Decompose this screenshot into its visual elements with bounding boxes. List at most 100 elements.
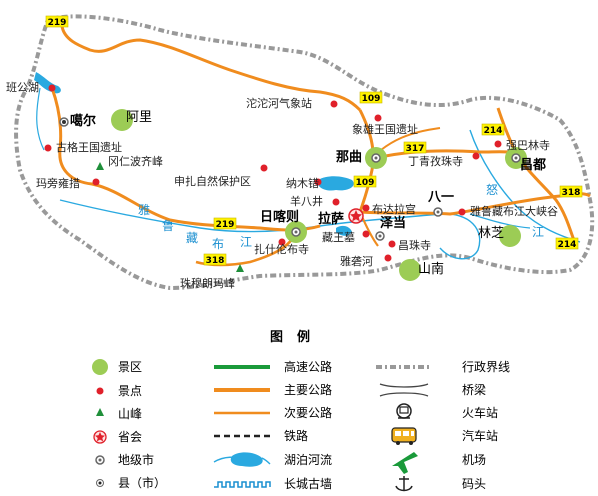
river-label-6: 怒 — [486, 183, 499, 197]
label-bayi: 八一 — [428, 190, 455, 205]
road-219-north — [60, 25, 362, 112]
label-yangbajing: 羊八井 — [290, 195, 323, 208]
spot-mapang — [92, 178, 100, 186]
road-west-loop — [50, 87, 321, 232]
legend-label-scenic-spot: 景点 — [118, 384, 143, 398]
scenic-area-linzhi — [499, 225, 521, 247]
river-label-1: 雅 — [138, 203, 151, 217]
legend-label-main-road: 主要公路 — [284, 383, 333, 397]
prefecture-city-marker-changdu — [511, 153, 521, 163]
legend-symbol-lake-river — [213, 452, 271, 467]
label-bangong-lake: 班公湖 — [6, 81, 39, 94]
legend-label-prefecture: 地级市 — [118, 453, 155, 467]
svg-text:109: 109 — [356, 178, 375, 188]
legend-label-train-station: 火车站 — [462, 406, 499, 420]
label-shenzha: 申扎自然保护区 — [174, 175, 251, 188]
road-shield-318-west: 318 — [203, 253, 227, 266]
road-214-north — [496, 107, 578, 247]
svg-text:219: 219 — [48, 18, 67, 28]
spot-dingqing — [472, 152, 480, 160]
legend-symbol-scenic-spot — [96, 387, 104, 395]
label-linzhi: 林芝 — [478, 226, 505, 241]
spot-yalu — [458, 208, 466, 216]
spot-zangwangmu — [362, 230, 370, 238]
county-marker — [62, 120, 66, 124]
label-gaer: 噶尔 — [70, 114, 97, 129]
road-shield-219-top: 219 — [45, 15, 69, 28]
label-zhashilunbu: 扎什伦布寺 — [254, 243, 309, 256]
yarlung-river — [59, 199, 481, 260]
road-shield-318-east: 318 — [559, 185, 583, 198]
legend-label-bus-station: 汽车站 — [462, 429, 499, 443]
label-zedang: 泽当 — [380, 216, 407, 231]
svg-text:214: 214 — [484, 126, 503, 136]
spot-budala — [362, 204, 370, 212]
prefecture-city-marker-rikaze — [291, 227, 301, 237]
spot-shenzha — [260, 164, 268, 172]
label-tuotuohe: 沱沱河气象站 — [246, 97, 312, 110]
linzhi-river — [469, 213, 531, 229]
label-budala: 布达拉宫 — [372, 203, 416, 216]
legend-symbol-capital — [93, 430, 107, 444]
svg-text:219: 219 — [216, 220, 235, 230]
road-shield-317: 317 — [403, 141, 427, 154]
legend-label-great-wall: 长城古墙 — [284, 477, 333, 491]
svg-text:318: 318 — [206, 256, 225, 266]
label-gangrenboqi: 冈仁波齐峰 — [108, 155, 163, 168]
legend-symbol-great-wall — [214, 481, 271, 488]
prefecture-city-marker-naqu — [371, 153, 381, 163]
label-namucuo: 纳木错 — [286, 177, 319, 190]
label-changdu: 昌都 — [520, 158, 547, 173]
upper-river-ali — [36, 87, 45, 151]
legend-label-expressway: 高速公路 — [284, 360, 333, 374]
peak-gangrenboqi — [96, 162, 104, 170]
road-shield-214-south: 214 — [555, 237, 579, 250]
spot-zhashilunbu — [278, 238, 286, 246]
legend-symbol-bus-station — [391, 427, 417, 445]
spot-qiangba — [494, 140, 502, 148]
peak-zhumulangma — [236, 264, 244, 272]
legend-symbol-county — [96, 479, 104, 487]
label-zhumulangma: 珠穆朗玛峰 — [180, 277, 235, 290]
admin-boundary — [14, 14, 595, 291]
spot-changzhu — [388, 240, 396, 248]
legend-label-lake-river: 湖泊河流 — [284, 453, 333, 467]
nu-river — [469, 129, 581, 243]
label-qiangba: 强巴林寺 — [506, 139, 550, 152]
svg-text:317: 317 — [406, 144, 425, 154]
label-mapang: 玛旁雍措 — [36, 177, 80, 190]
scenic-area-shannan — [399, 259, 421, 281]
legend-symbol-prefecture — [95, 455, 105, 465]
road-shield-109-a: 109 — [359, 91, 383, 104]
legend-label-capital: 省会 — [118, 430, 143, 444]
label-lasa: 拉萨 — [318, 212, 345, 227]
legend-symbol-peak — [96, 408, 104, 416]
legend-label-secondary-road: 次要公路 — [284, 406, 333, 420]
river-label-7: 江 — [532, 225, 545, 239]
yamdrok-lake-shape — [336, 225, 352, 236]
legend-symbol-scenic-area — [92, 359, 108, 375]
label-xiangxiong: 象雄王国遗址 — [352, 123, 418, 136]
label-yalonghe: 雅砻河 — [340, 255, 373, 268]
road-shield-109-b: 109 — [353, 175, 377, 188]
spot-tuotuohe — [330, 100, 338, 108]
label-naqu: 那曲 — [336, 150, 363, 165]
label-zangwangmu: 藏王墓 — [322, 231, 355, 244]
prefecture-city-marker-bayi — [433, 207, 443, 217]
svg-text:318: 318 — [562, 188, 581, 198]
spot-yalonghe — [384, 254, 392, 262]
svg-text:214: 214 — [558, 240, 577, 250]
river-label-2: 鲁 — [162, 219, 175, 233]
scenic-area-ali — [111, 109, 133, 131]
label-yalu-canyon: 雅鲁藏布江大峡谷 — [470, 205, 558, 218]
road-shield-214-top: 214 — [481, 123, 505, 136]
legend-label-peak: 山峰 — [118, 407, 143, 421]
legend-label-bridge: 桥梁 — [462, 383, 487, 397]
river-label-5: 江 — [240, 235, 253, 249]
spot-bangong — [48, 84, 56, 92]
namucuo-lake-shape — [317, 176, 354, 191]
legend-label-county: 县（市） — [118, 476, 167, 490]
spot-guge — [44, 144, 52, 152]
legend-label-scenic-area: 景区 — [118, 360, 143, 374]
